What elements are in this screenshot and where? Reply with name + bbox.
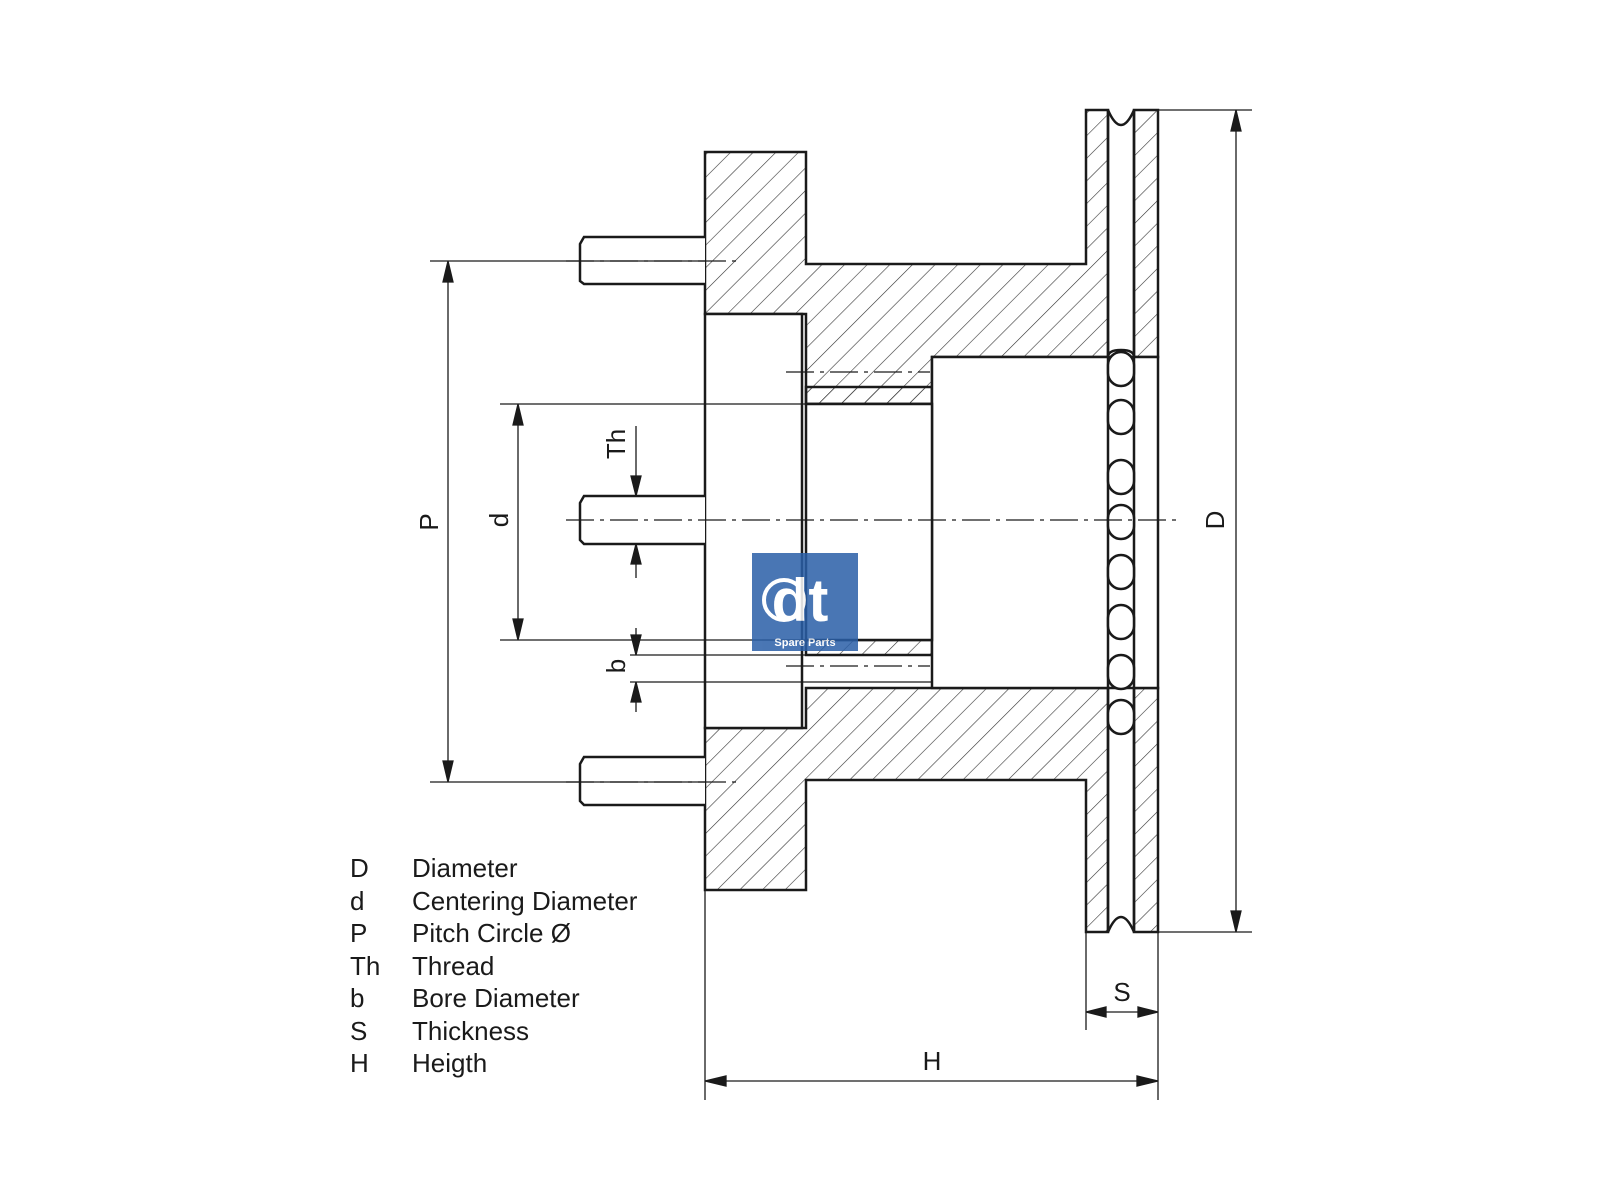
legend-row: b Bore Diameter [350, 982, 637, 1015]
legend-key: P [350, 918, 368, 948]
dim-label-Th: Th [601, 429, 631, 459]
legend-key: S [350, 1015, 368, 1046]
svg-text:Spare Parts: Spare Parts [774, 637, 835, 649]
stud-middle [578, 494, 705, 546]
legend-row: Th Thread [350, 950, 637, 983]
dim-label-S: S [1113, 977, 1130, 1007]
dim-label-H: H [923, 1046, 942, 1076]
dim-label-D: D [1200, 511, 1230, 530]
legend-label: Centering Diameter [412, 885, 638, 916]
legend-label: Thickness [412, 1015, 530, 1046]
legend-label: Heigth [412, 1048, 488, 1078]
dimension-labels: P d Th b D S H [414, 429, 1230, 1076]
legend-row: P Pitch Circle Ø [350, 917, 637, 950]
svg-text:dt: dt [772, 567, 829, 634]
dim-label-d: d [484, 513, 514, 527]
legend-label: Thread [412, 950, 495, 981]
legend-key: H [350, 1048, 369, 1078]
stud-bottom [578, 755, 705, 807]
dt-spare-parts-logo: dt Spare Parts [752, 553, 858, 651]
disc-vent-channel [1106, 109, 1136, 933]
vent-holes [1106, 350, 1136, 736]
dimension-lines [430, 109, 1252, 1100]
hub-outline [703, 312, 1160, 730]
legend-label: Bore Diameter [412, 983, 580, 1013]
dim-label-b: b [601, 659, 631, 673]
legend-label: Diameter [412, 853, 518, 883]
legend-row: d Centering Diameter [350, 885, 637, 918]
legend-key: Th [350, 950, 381, 981]
dim-label-P: P [414, 513, 444, 530]
legend-key: D [350, 853, 369, 883]
hub-section [703, 108, 1160, 934]
legend-label: Pitch Circle Ø [412, 918, 571, 948]
legend-row: D Diameter [350, 852, 637, 885]
legend-key: b [350, 983, 365, 1013]
legend-key: d [350, 885, 365, 916]
legend-row: S Thickness [350, 1015, 637, 1048]
legend-row: H Heigth [350, 1047, 637, 1080]
centerlines [566, 260, 1180, 783]
wheel-studs [578, 235, 705, 807]
